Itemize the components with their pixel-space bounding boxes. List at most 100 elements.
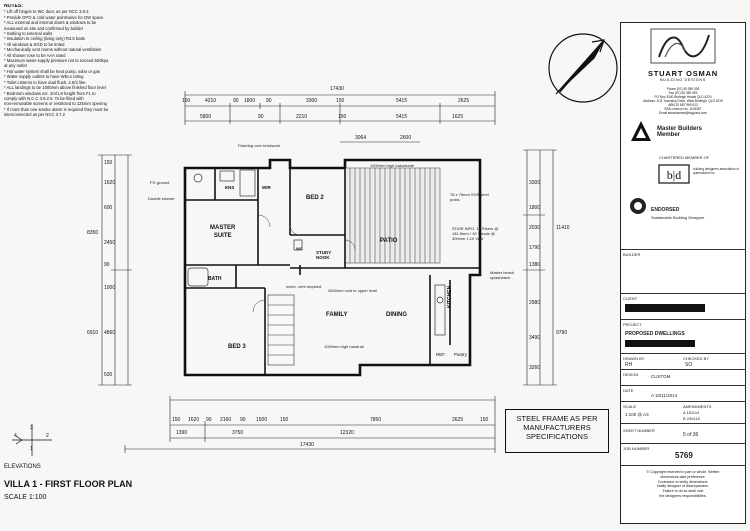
contact-line: BSA Licence No. 1109387 (664, 107, 702, 111)
top-dimension-lines (184, 91, 496, 143)
chartered-label: CHARTERED MEMBER OF (659, 155, 710, 160)
amendment-value: B 230115 (683, 416, 700, 421)
dim-top-r2: 2210 (296, 114, 308, 120)
dim-top-r1: 1800 (244, 98, 256, 104)
general-notes: NOTES: * Lift off hinges to WC door, as … (4, 4, 184, 118)
redacted-project (625, 340, 695, 347)
note-line: * Sarking to external walls (4, 31, 53, 37)
dim-right: 3260 (529, 365, 541, 371)
dim-top-r2: 5800 (200, 114, 212, 120)
dim-bottom-r1: 90 (240, 417, 246, 423)
dim-right: 1380 (529, 262, 541, 268)
note-line: non-removable screens or restricted to 1… (4, 101, 107, 107)
note-line: * Hot water system shall be heat pump, s… (4, 68, 100, 74)
room-label-bed3: BED 3 (228, 344, 246, 350)
dim-left: 1620 (104, 180, 116, 186)
right-dimension-lines (523, 149, 557, 386)
amendments-label: AMENDMENTS (683, 404, 712, 409)
dim-top-r1: 3300 (306, 98, 318, 104)
note-line: * All windows & SGD to be tinted (4, 41, 65, 47)
dim-top-mid: 2600 (400, 135, 412, 141)
dim-top-total: 17430 (330, 86, 344, 92)
annotation-balustrade: 1000mm high balustrade (370, 163, 415, 168)
internal-walls (185, 168, 480, 375)
checked-value: SO (685, 362, 693, 368)
copyright-line: the designers responsibilities. (659, 493, 707, 498)
copyright-line: Failure to do so shall void (662, 489, 704, 494)
floor-plan-drawing (12, 33, 618, 456)
note-line: measured on site and confirmed by builde… (4, 25, 84, 31)
elevation-symbol-icon (12, 424, 52, 456)
room-label-family: FAMILY (326, 312, 348, 318)
dim-top-r1: 5415 (396, 98, 408, 104)
plan-title: VILLA 1 - FIRST FLOOR PLAN (4, 479, 133, 489)
dim-bottom-total: 17430 (300, 442, 314, 448)
bathroom-fixtures (187, 169, 446, 336)
room-label-wc: WC (296, 246, 303, 251)
company-contact: Phone (07) 55 359 093 Fax (07) 55 359 09… (621, 87, 745, 115)
dim-right-total: 11410 (556, 225, 570, 231)
room-label-wir: WIR (262, 185, 271, 190)
room-label-ens: ENS (225, 185, 235, 190)
room-label-ref: REF. (436, 352, 446, 357)
dim-bottom-r1: 150 (172, 417, 181, 423)
note-line: interconnected as per NCC 3.7.2 (4, 112, 65, 118)
redacted-client (625, 304, 705, 312)
dim-left: 4860 (104, 330, 116, 336)
copyright-row: © Copyright reserved in part or whole. W… (621, 465, 745, 522)
note-line: * ALL external and internal doors & wind… (4, 20, 97, 26)
dim-top-r1: 4210 (205, 98, 217, 104)
dim-bottom-r1: 90 (206, 417, 212, 423)
dim-bottom-r1: 1500 (256, 417, 268, 423)
dim-right: 3490 (529, 335, 541, 341)
annotation-bench: Master bench splashback (490, 270, 515, 280)
dim-bottom-r1: 150 (280, 417, 289, 423)
dim-left: 1000 (104, 285, 116, 291)
drawn-row: DRAWN BY RH CHECKED BY SO (621, 353, 745, 370)
bdaq-label: building designers association of queens… (693, 167, 740, 175)
room-label-study: STUDY NOOK (316, 250, 332, 260)
external-walls (183, 158, 482, 377)
copyright-line: dimensions take preference. (660, 474, 706, 479)
job-value: 5769 (675, 451, 693, 460)
dim-top-r1: 90 (233, 98, 239, 104)
dim-top-r2: 5415 (396, 114, 408, 120)
copyright-line: Contractor to verify dimensions. (657, 479, 709, 484)
scale-value: 1:100 @ A3 (625, 412, 649, 417)
company-name: STUART OSMAN (647, 69, 718, 78)
room-label-pantry: Pantry (454, 352, 468, 357)
annotation-double-shower: Double shower (148, 196, 175, 201)
dim-top-r1: 150 (182, 98, 191, 104)
dim-left: 150 (104, 160, 113, 166)
contact-line: Phone (07) 55 359 093 (666, 87, 700, 91)
dim-left: 90 (104, 262, 110, 268)
scale-row: SCALE 1:100 @ A3 AMENDMENTS A 181114 B 2… (621, 401, 745, 424)
note-line: * Water supply outlets to have WELs rati… (4, 74, 84, 80)
note-line: * Mechanically vent rooms without natura… (4, 47, 102, 53)
dim-top-r2: 150 (338, 114, 347, 120)
annotation-stair: STAIR INFO: 17 Risers @ 181.5mm / 16 Tre… (452, 226, 499, 241)
dim-right: 3300 (529, 180, 541, 186)
note-line: * Maximum water supply pressure not to e… (4, 58, 109, 64)
note-line: * Insulation to ceiling (living only) R3… (4, 36, 85, 42)
dim-bottom-r1: 7850 (370, 417, 382, 423)
date-row: DATE A 10/11/2014 (621, 385, 745, 402)
design-label: DESIGN (623, 372, 639, 377)
north-arrow-icon (548, 33, 618, 103)
contact-line: Fax (07) 55 359 093 (668, 91, 698, 95)
bottom-dimension-lines (124, 396, 496, 453)
client-row: CLIENT (621, 293, 745, 320)
checked-label: CHECKED BY (683, 356, 710, 361)
stuart-osman-logo-icon (650, 28, 716, 64)
design-value: CUSTOM (651, 374, 671, 379)
builder-row: BUILDER (621, 249, 745, 294)
dim-bottom-r2: 3750 (232, 430, 244, 436)
dim-left: 2450 (104, 240, 116, 246)
sheet-label: SHEET NUMBER (623, 428, 655, 433)
endorsed-seal-icon (630, 198, 646, 214)
room-label-kitchen: KITCHEN (447, 285, 453, 308)
master-builders-logo-icon (631, 121, 651, 141)
bdaq-logo-icon: b|d (658, 164, 690, 184)
contact-line: Address: 2/11 Township Drive, West Burle… (643, 99, 723, 103)
